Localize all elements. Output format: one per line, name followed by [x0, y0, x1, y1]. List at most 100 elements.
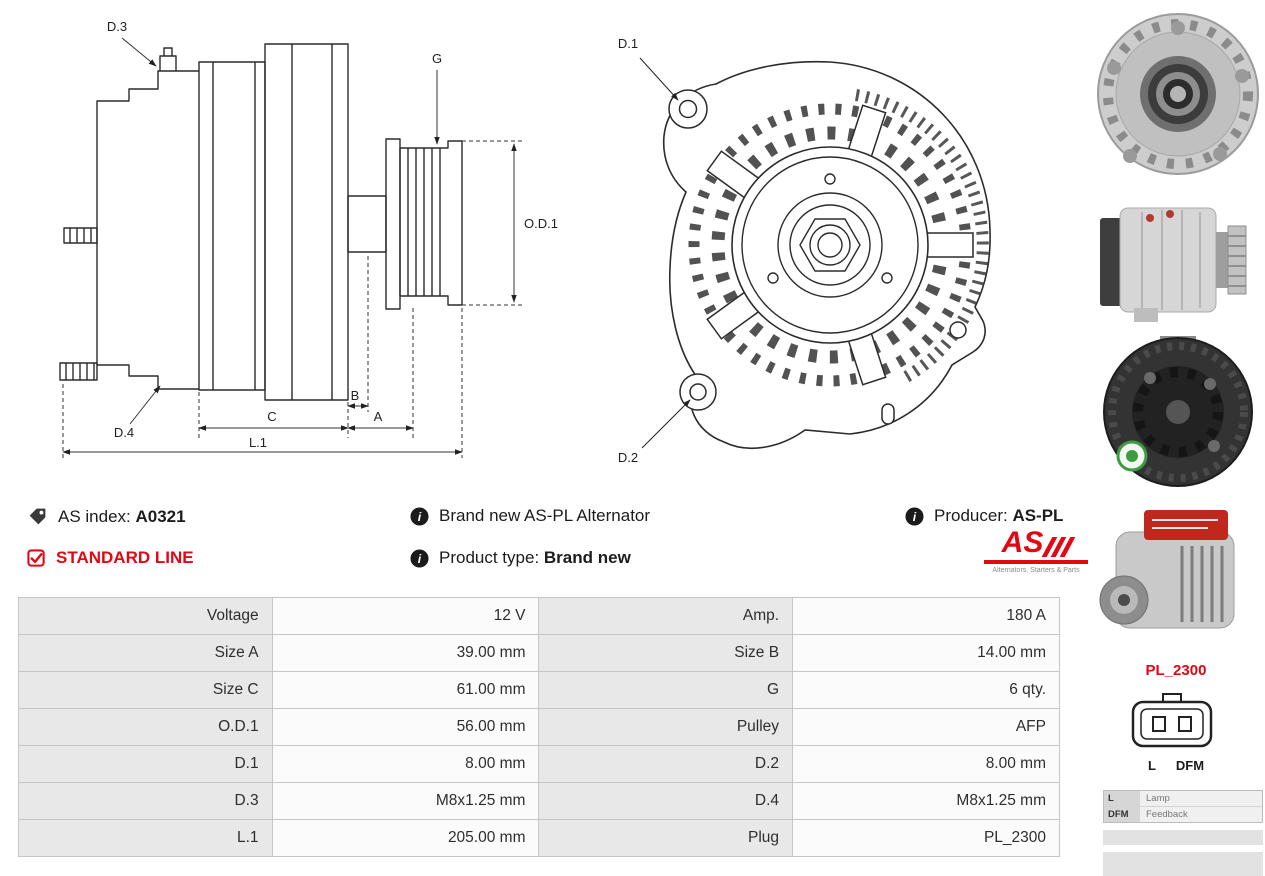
legend-row: L Lamp	[1104, 791, 1262, 807]
as-index-label: AS index:	[58, 506, 131, 526]
info-icon: i	[410, 506, 429, 526]
brand-new-text: Brand new AS-PL Alternator	[439, 506, 651, 525]
spec-label-cell: Size B	[538, 634, 794, 672]
threaded-stud-bottom	[59, 362, 98, 381]
producer-value: AS-PL	[1012, 506, 1064, 525]
spec-value-cell: 61.00 mm	[271, 671, 540, 709]
legend-key: L	[1104, 791, 1140, 806]
spec-value-cell: 56.00 mm	[271, 708, 540, 746]
top-bolt	[159, 47, 177, 71]
legend-placeholder-bar	[1103, 852, 1263, 876]
as-pl-logo: AS Alternators, Starters & Parts	[984, 528, 1088, 574]
plug-pin-labels: L DFM	[1090, 758, 1262, 773]
tag-icon	[29, 508, 46, 525]
spec-value-cell: 8.00 mm	[792, 745, 1060, 783]
spec-value-cell: 180 A	[792, 597, 1060, 635]
spec-label-cell: Size C	[18, 671, 273, 709]
label-a: A	[374, 409, 383, 424]
standard-line-label: STANDARD LINE	[56, 548, 194, 567]
side-hole	[949, 321, 967, 339]
spec-label-cell: D.3	[18, 782, 273, 820]
product-photo-side	[1090, 184, 1262, 332]
spec-value-cell: M8x1.25 mm	[792, 782, 1060, 820]
legend-placeholder-bar	[1103, 830, 1263, 845]
as-logo-text: AS	[1001, 526, 1044, 559]
spec-value-cell: 14.00 mm	[792, 634, 1060, 672]
svg-text:i: i	[418, 509, 422, 523]
plug-pin-label-l: L	[1147, 758, 1156, 773]
svg-text:i: i	[418, 551, 422, 565]
as-index-value: A0321	[135, 506, 186, 526]
producer-label: Producer:	[934, 506, 1008, 525]
spec-label-cell: Pulley	[538, 708, 794, 746]
plug-connector-diagram	[1131, 693, 1213, 748]
pulley	[399, 140, 463, 306]
label-d2: D.2	[618, 450, 638, 465]
technical-drawing-side-view: D.3 G D.4 C B A L.1 O.D.1	[59, 19, 558, 458]
info-icon: i	[410, 548, 429, 568]
label-od1: O.D.1	[524, 216, 558, 231]
spec-label-cell: Amp.	[538, 597, 794, 635]
spec-row: Size A 39.00 mm Size B 14.00 mm	[18, 634, 1060, 672]
spec-value-cell: 6 qty.	[792, 671, 1060, 709]
brand-new-row: i Brand new AS-PL Alternator	[410, 506, 650, 526]
spec-row: Size C 61.00 mm G 6 qty.	[18, 671, 1060, 709]
spec-label-cell: Voltage	[18, 597, 273, 635]
spec-label-cell: D.2	[538, 745, 794, 783]
spec-value-cell: PL_2300	[792, 819, 1060, 857]
label-g: G	[432, 51, 442, 66]
legend-value: Feedback	[1140, 807, 1262, 822]
spec-row: L.1 205.00 mm Plug PL_2300	[18, 819, 1060, 857]
spec-value-cell: M8x1.25 mm	[271, 782, 540, 820]
label-d1: D.1	[618, 36, 638, 51]
product-type-value: Brand new	[543, 548, 631, 567]
spec-table: Voltage 12 V Amp. 180 A Size A 39.00 mm …	[18, 597, 1060, 857]
spec-label-cell: G	[538, 671, 794, 709]
as-logo-underline	[984, 560, 1088, 564]
dimension-labels: D.1 D.2	[618, 36, 638, 465]
plug-pin-label-dfm: DFM	[1175, 758, 1205, 773]
svg-text:i: i	[913, 509, 917, 523]
technical-drawing-front-view: D.1 D.2	[618, 36, 991, 465]
label-l1: L.1	[249, 435, 267, 450]
spec-label-cell: O.D.1	[18, 708, 273, 746]
legend-key: DFM	[1104, 807, 1140, 822]
label-c: C	[267, 409, 276, 424]
leader-lines	[639, 57, 691, 449]
spec-label-cell: L.1	[18, 819, 273, 857]
spec-value-cell: AFP	[792, 708, 1060, 746]
producer-row: i Producer: AS-PL	[905, 506, 1063, 526]
label-d3: D.3	[107, 19, 127, 34]
plug-legend: L Lamp DFM Feedback	[1103, 790, 1263, 823]
spec-row: D.3 M8x1.25 mm D.4 M8x1.25 mm	[18, 782, 1060, 820]
product-photo-angled	[1090, 496, 1262, 654]
info-icon: i	[905, 506, 924, 526]
mounting-holes	[668, 89, 967, 425]
spec-value-cell: 205.00 mm	[271, 819, 540, 857]
label-b: B	[351, 388, 360, 403]
spec-label-cell: D.1	[18, 745, 273, 783]
plug-pin-right	[1178, 716, 1192, 732]
legend-row: DFM Feedback	[1104, 807, 1262, 822]
checkbox-checked-icon	[27, 548, 45, 567]
product-type-row: i Product type: Brand new	[410, 548, 631, 568]
spec-label-cell: Plug	[538, 819, 794, 857]
standard-line-row: STANDARD LINE	[27, 548, 194, 568]
as-index-row: AS index: A0321	[27, 506, 186, 527]
threaded-stud-top	[63, 227, 98, 244]
red-label	[1144, 510, 1228, 540]
shaft-nut	[799, 218, 861, 272]
spec-label-cell: D.4	[538, 782, 794, 820]
as-logo-tagline: Alternators, Starters & Parts	[992, 566, 1080, 574]
dimension-lines	[62, 37, 522, 458]
spec-row: Voltage 12 V Amp. 180 A	[18, 597, 1060, 635]
spec-value-cell: 8.00 mm	[271, 745, 540, 783]
dimension-labels: D.3 G D.4 C B A L.1 O.D.1	[107, 19, 558, 450]
spec-row: O.D.1 56.00 mm Pulley AFP	[18, 708, 1060, 746]
product-photo-rear	[1090, 334, 1262, 492]
spec-value-cell: 12 V	[271, 597, 540, 635]
spokes	[706, 104, 974, 386]
label-d4: D.4	[114, 425, 134, 440]
spec-row: D.1 8.00 mm D.2 8.00 mm	[18, 745, 1060, 783]
